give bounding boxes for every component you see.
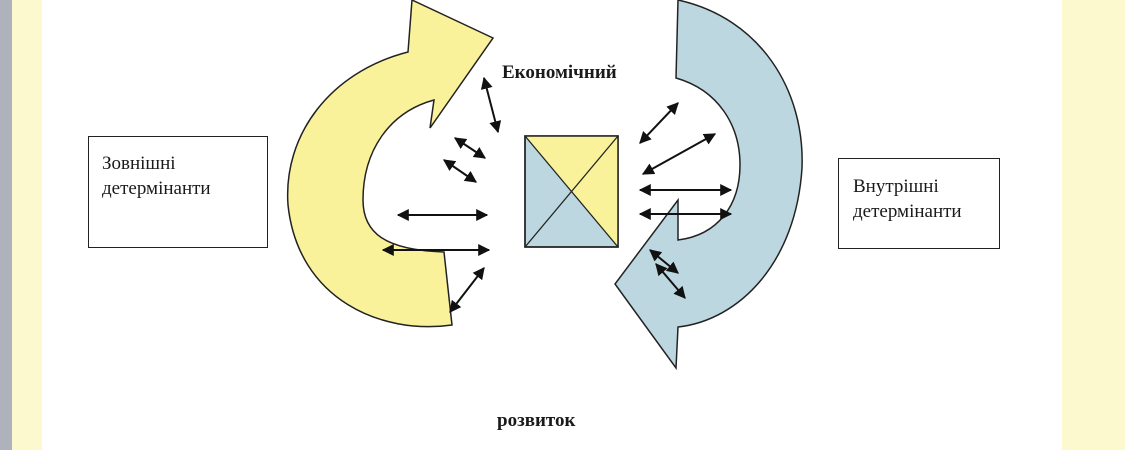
window-edge-strip (0, 0, 12, 450)
double-arrow (443, 159, 477, 183)
double-arrow (480, 76, 502, 134)
blue-cycle-arrow (614, 0, 803, 371)
top-label: Економічний (502, 62, 617, 83)
double-arrow (655, 263, 686, 299)
double-arrow (639, 102, 679, 144)
external-determinants-box (88, 136, 268, 248)
external-determinants-text: Зовнішні детермінанти (102, 153, 211, 199)
internal-determinants-box (838, 158, 1000, 249)
center-square (524, 135, 619, 248)
right-interaction-arrows (638, 102, 733, 299)
internal-determinants-text: Внутрішні детермінанти (853, 176, 962, 222)
yellow-cycle-arrow (286, 0, 495, 328)
left-interaction-arrows (381, 76, 502, 313)
double-arrow (454, 137, 486, 159)
double-arrow (449, 267, 485, 313)
page-margin (12, 0, 42, 450)
double-arrow (641, 133, 717, 175)
bottom-label: розвиток (497, 410, 576, 431)
